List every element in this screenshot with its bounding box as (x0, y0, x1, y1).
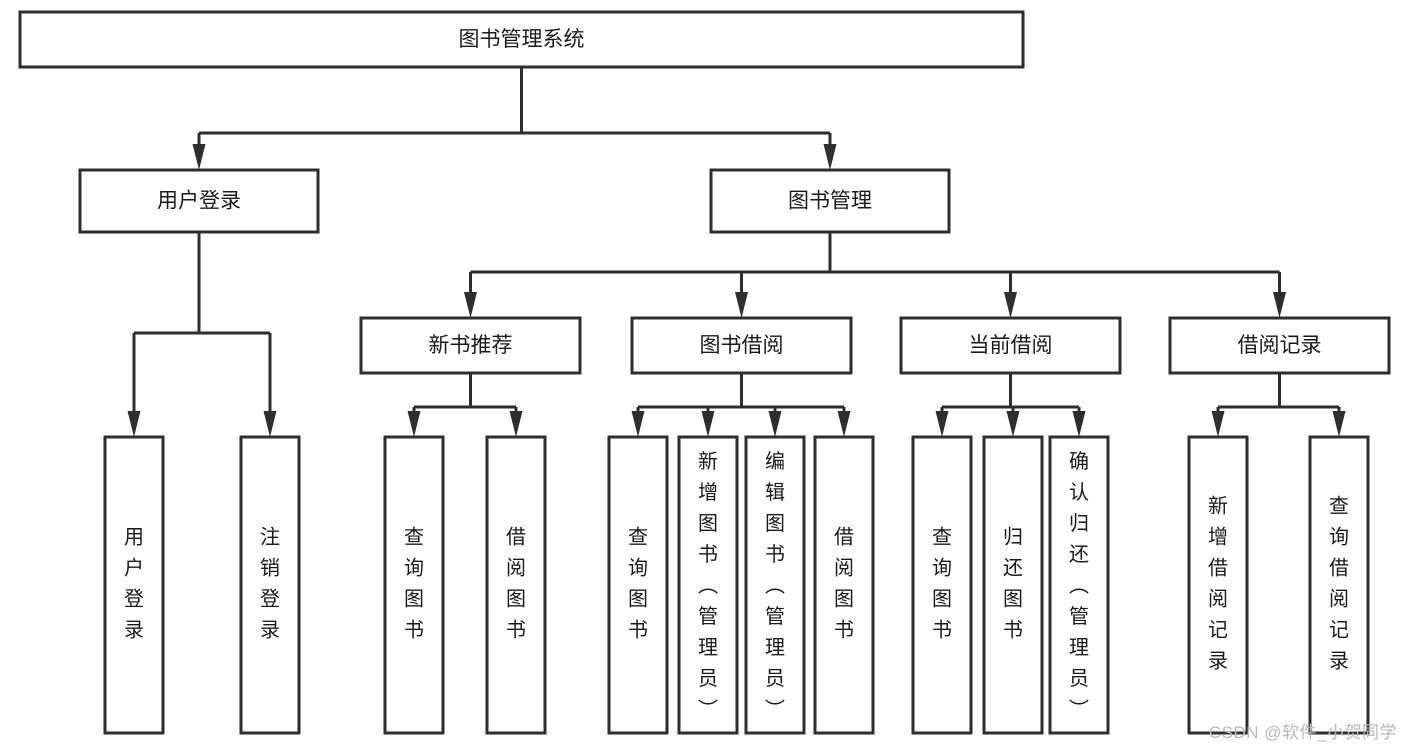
node-box[interactable] (1168, 316, 1391, 375)
node-borrow-record[interactable]: 借阅记录 (1168, 316, 1391, 375)
node-leaf-query-book-2[interactable]: 查询图书 (607, 435, 669, 735)
node-user-login[interactable]: 用户登录 (78, 168, 320, 234)
node-box[interactable] (982, 435, 1044, 735)
node-current-borrow[interactable]: 当前借阅 (899, 316, 1122, 375)
node-box[interactable] (78, 168, 320, 234)
node-root[interactable]: 图书管理系统 (18, 10, 1025, 69)
node-label: 确认归还︵管理员︶ (1069, 450, 1089, 721)
node-label: 新增借阅记录 (1208, 495, 1228, 673)
connector-group (631, 373, 851, 437)
connectors-layer (127, 67, 1346, 437)
node-box[interactable] (485, 435, 547, 735)
node-box[interactable] (1048, 435, 1110, 735)
node-label: 查询图书 (628, 526, 648, 642)
node-box[interactable] (1187, 435, 1249, 735)
node-leaf-user-login[interactable]: 用户登录 (103, 435, 165, 735)
node-box[interactable] (709, 168, 951, 234)
node-label: 编辑图书︵管理员︶ (765, 450, 785, 721)
node-label: 借阅图书 (834, 526, 854, 642)
node-label: 用户登录 (124, 527, 144, 642)
node-label: 查询图书 (932, 526, 952, 642)
node-book-borrow[interactable]: 图书借阅 (630, 316, 853, 375)
node-new-book-rec[interactable]: 新书推荐 (359, 316, 582, 375)
node-box[interactable] (383, 435, 445, 735)
node-leaf-borrow-book-2[interactable]: 借阅图书 (813, 435, 875, 735)
node-label: 借阅记录 (1238, 334, 1322, 357)
connector-group (192, 67, 837, 170)
node-label: 注销登录 (260, 526, 280, 642)
node-leaf-confirm-return[interactable]: 确认归还︵管理员︶ (1048, 435, 1110, 735)
node-label: 图书管理 (788, 190, 872, 213)
node-box[interactable] (630, 316, 853, 375)
connector-group (935, 373, 1086, 437)
node-label: 归还图书 (1003, 526, 1023, 642)
node-leaf-add-record[interactable]: 新增借阅记录 (1187, 435, 1249, 735)
node-box[interactable] (103, 435, 165, 735)
node-leaf-query-book-1[interactable]: 查询图书 (383, 435, 445, 735)
node-label: 借阅图书 (506, 526, 526, 642)
node-box[interactable] (1308, 435, 1370, 735)
node-label: 当前借阅 (969, 334, 1053, 357)
connector-group (1211, 373, 1346, 437)
node-label: 用户登录 (157, 190, 241, 213)
node-box[interactable] (607, 435, 669, 735)
node-leaf-borrow-book-1[interactable]: 借阅图书 (485, 435, 547, 735)
node-box[interactable] (239, 435, 301, 735)
node-leaf-query-book-3[interactable]: 查询图书 (911, 435, 973, 735)
node-box[interactable] (18, 10, 1025, 69)
nodes-layer: 图书管理系统用户登录图书管理新书推荐图书借阅当前借阅借阅记录用户登录注销登录查询… (18, 10, 1391, 735)
node-leaf-edit-book[interactable]: 编辑图书︵管理员︶ (744, 435, 806, 735)
connector-group (407, 373, 523, 437)
node-leaf-add-book[interactable]: 新增图书︵管理员︶ (677, 435, 739, 735)
node-book-manage[interactable]: 图书管理 (709, 168, 951, 234)
node-label: 查询图书 (404, 526, 424, 642)
node-label: 图书管理系统 (459, 28, 585, 51)
node-label: 图书借阅 (700, 334, 784, 357)
node-leaf-return-book[interactable]: 归还图书 (982, 435, 1044, 735)
node-box[interactable] (359, 316, 582, 375)
node-label: 新增图书︵管理员︶ (698, 450, 718, 721)
node-box[interactable] (813, 435, 875, 735)
node-leaf-query-record[interactable]: 查询借阅记录 (1308, 435, 1370, 735)
node-box[interactable] (899, 316, 1122, 375)
node-box[interactable] (744, 435, 806, 735)
connector-group (464, 232, 1286, 318)
node-box[interactable] (911, 435, 973, 735)
connector-group (127, 232, 277, 437)
node-label: 新书推荐 (429, 334, 513, 357)
node-label: 查询借阅记录 (1329, 495, 1349, 673)
node-box[interactable] (677, 435, 739, 735)
node-leaf-logout[interactable]: 注销登录 (239, 435, 301, 735)
